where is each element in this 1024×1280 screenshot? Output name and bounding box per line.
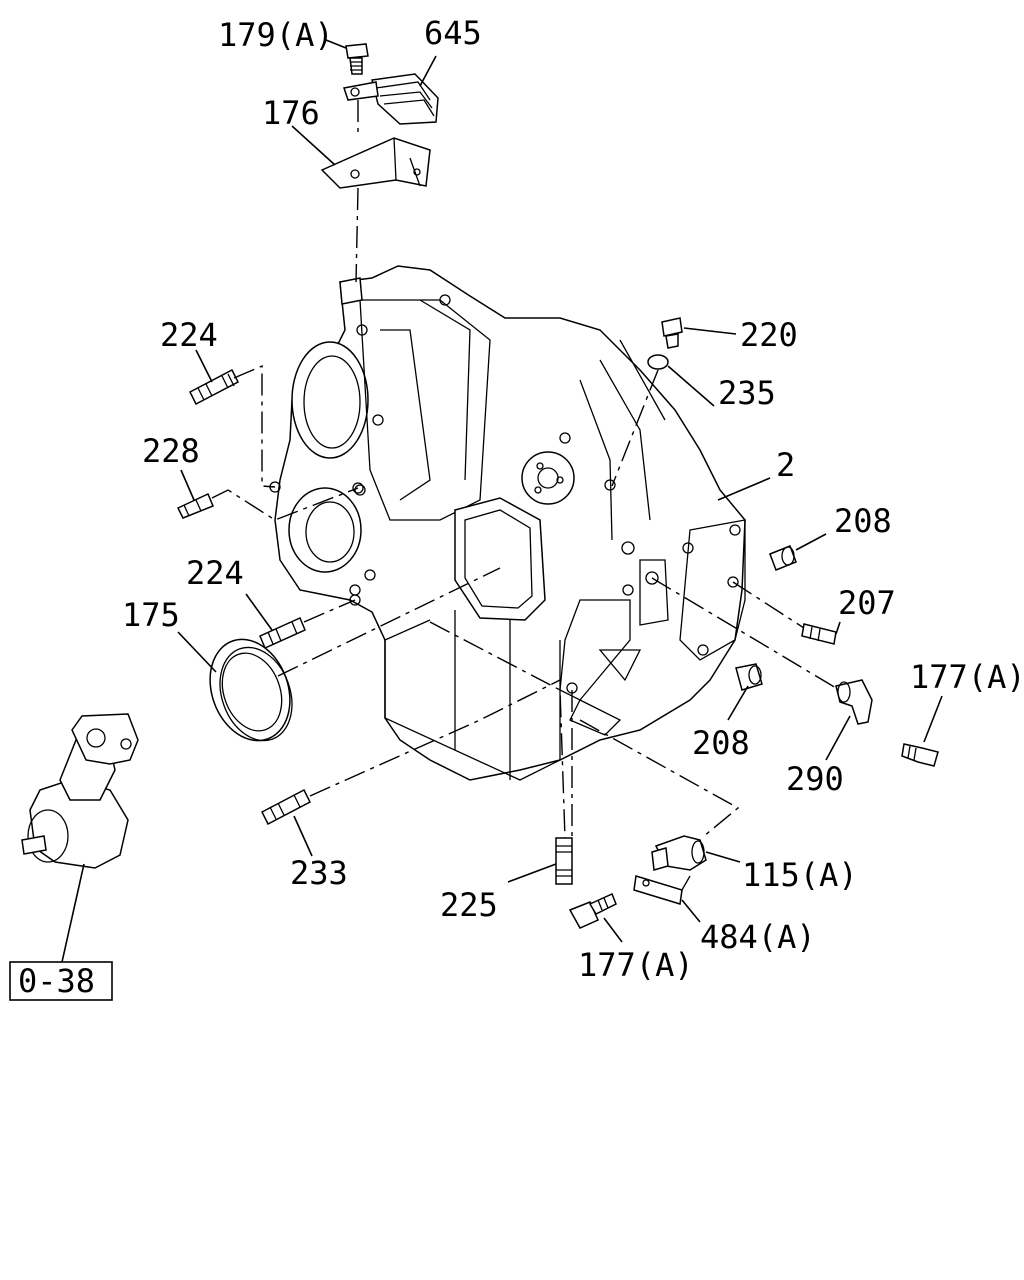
label-233: 233: [290, 854, 348, 892]
label-177a-right: 177(A): [910, 658, 1024, 696]
bracket-484a: [633, 875, 691, 905]
label-290: 290: [786, 760, 844, 798]
pump-assembly-drawing: [21, 713, 139, 869]
oil-seal-175: [209, 638, 293, 742]
fitting-290: [835, 679, 873, 725]
label-208-lower: 208: [692, 724, 750, 762]
bolt-177a-right: [901, 743, 939, 767]
stud-228: [176, 492, 214, 519]
callout-leaders: [61, 39, 943, 963]
dowel-207: [801, 623, 837, 645]
bolt-220: [661, 317, 683, 349]
reference-box[interactable]: 0-38: [9, 961, 113, 1001]
bolt-177a-bottom: [568, 892, 617, 929]
label-224-middle: 224: [186, 554, 244, 592]
reference-box-label: 0-38: [18, 962, 95, 1000]
bolt-179a: [345, 43, 369, 75]
stud-224-middle: [259, 616, 306, 650]
label-177a-bottom: 177(A): [578, 946, 694, 984]
oring-235: [647, 354, 669, 370]
sensor-115a: [651, 835, 707, 871]
label-484a: 484(A): [700, 918, 816, 956]
label-175: 175: [122, 596, 180, 634]
label-208-upper: 208: [834, 502, 892, 540]
stud-225: [555, 837, 573, 885]
label-115a: 115(A): [742, 856, 858, 894]
plug-208-upper: [769, 545, 797, 571]
label-207: 207: [838, 584, 896, 622]
label-228: 228: [142, 432, 200, 470]
stud-224-upper: [189, 368, 239, 406]
label-235: 235: [718, 374, 776, 412]
label-220: 220: [740, 316, 798, 354]
stud-233: [261, 788, 311, 826]
clip-645: [343, 73, 439, 125]
label-224-upper: 224: [160, 316, 218, 354]
label-2: 2: [776, 446, 795, 484]
label-645: 645: [424, 14, 482, 52]
plug-208-lower: [735, 663, 763, 691]
label-179a: 179(A): [218, 16, 334, 54]
label-176: 176: [262, 94, 320, 132]
callout-labels: 179(A) 645 176 224 220 235 228 2 208 224…: [122, 14, 1024, 984]
assembly-center-lines: [211, 100, 837, 839]
bracket-176: [320, 137, 431, 189]
flywheel-housing: [269, 265, 746, 781]
label-225: 225: [440, 886, 498, 924]
